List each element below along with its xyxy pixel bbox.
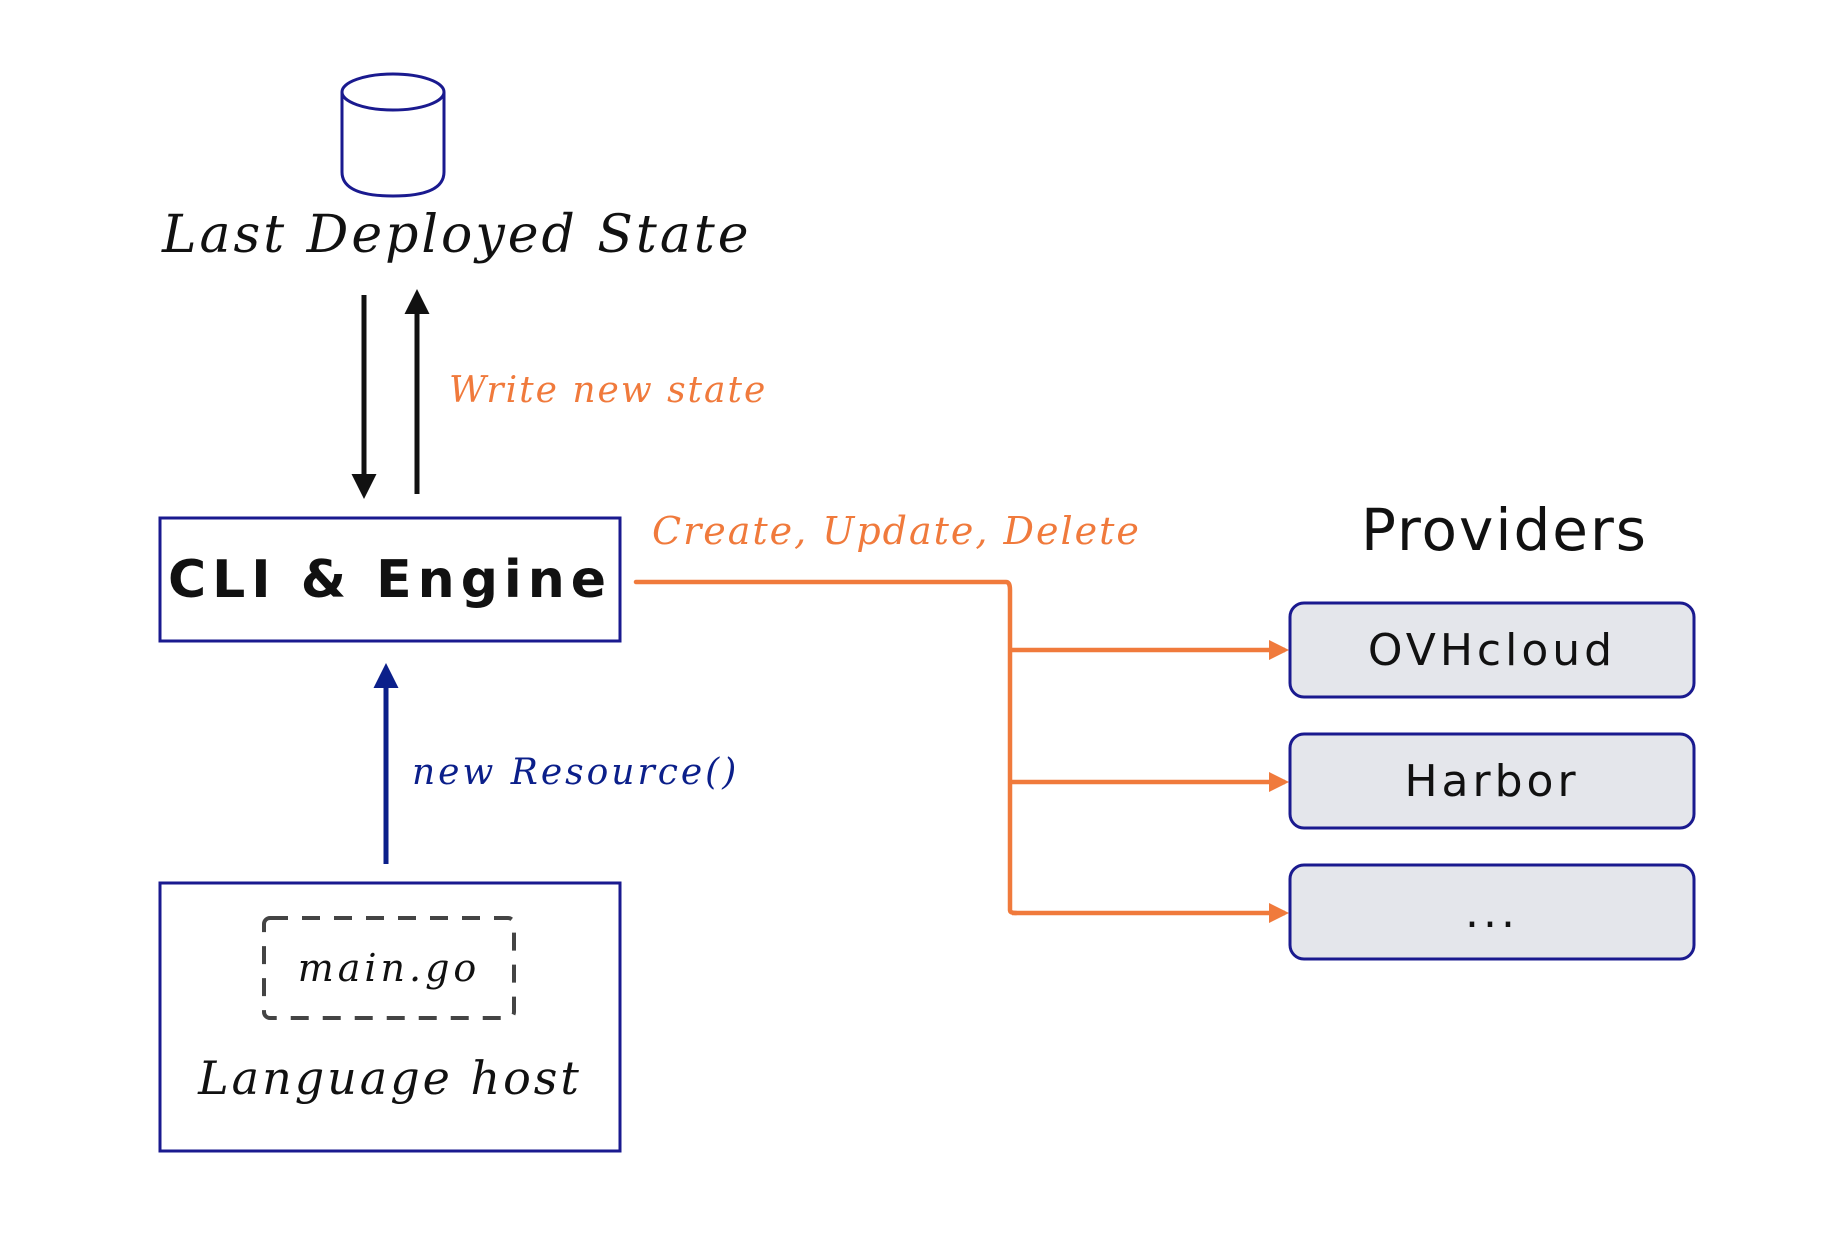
operations-label: Create, Update, Delete xyxy=(652,509,1141,553)
provider-box-bg-ovhcloud xyxy=(1288,601,1696,699)
provider-box-bg-harbor xyxy=(1288,732,1696,830)
write-new-state-label: Write new state xyxy=(449,370,768,411)
provider-box-ovhcloud: OVHcloud xyxy=(1290,603,1694,697)
language-host-label: Language host xyxy=(198,1051,582,1105)
state-store-label: Last Deployed State xyxy=(162,205,752,265)
providers-heading: Providers xyxy=(1361,496,1649,564)
main-go-file: main.go xyxy=(264,918,514,1018)
provider-box-more: ... xyxy=(1290,865,1694,959)
language-host-box-outline xyxy=(158,881,622,1153)
language-host-box: main.go Language host xyxy=(160,883,620,1151)
main-go-dashed-outline xyxy=(262,916,516,1020)
provider-label-harbor: Harbor xyxy=(1404,755,1580,807)
engine-label: CLI & Engine xyxy=(167,549,613,610)
provider-label-more: ... xyxy=(1465,886,1519,938)
new-resource-label: new Resource() xyxy=(412,752,740,793)
main-go-label: main.go xyxy=(297,946,481,990)
engine-box-outline xyxy=(158,516,622,643)
provider-box-harbor: Harbor xyxy=(1290,734,1694,828)
engine-box: CLI & Engine xyxy=(160,518,620,641)
provider-box-bg-more xyxy=(1288,863,1696,961)
database-cylinder-icon xyxy=(340,72,446,198)
provider-label-ovhcloud: OVHcloud xyxy=(1367,624,1617,676)
provider-connector xyxy=(633,579,1019,916)
